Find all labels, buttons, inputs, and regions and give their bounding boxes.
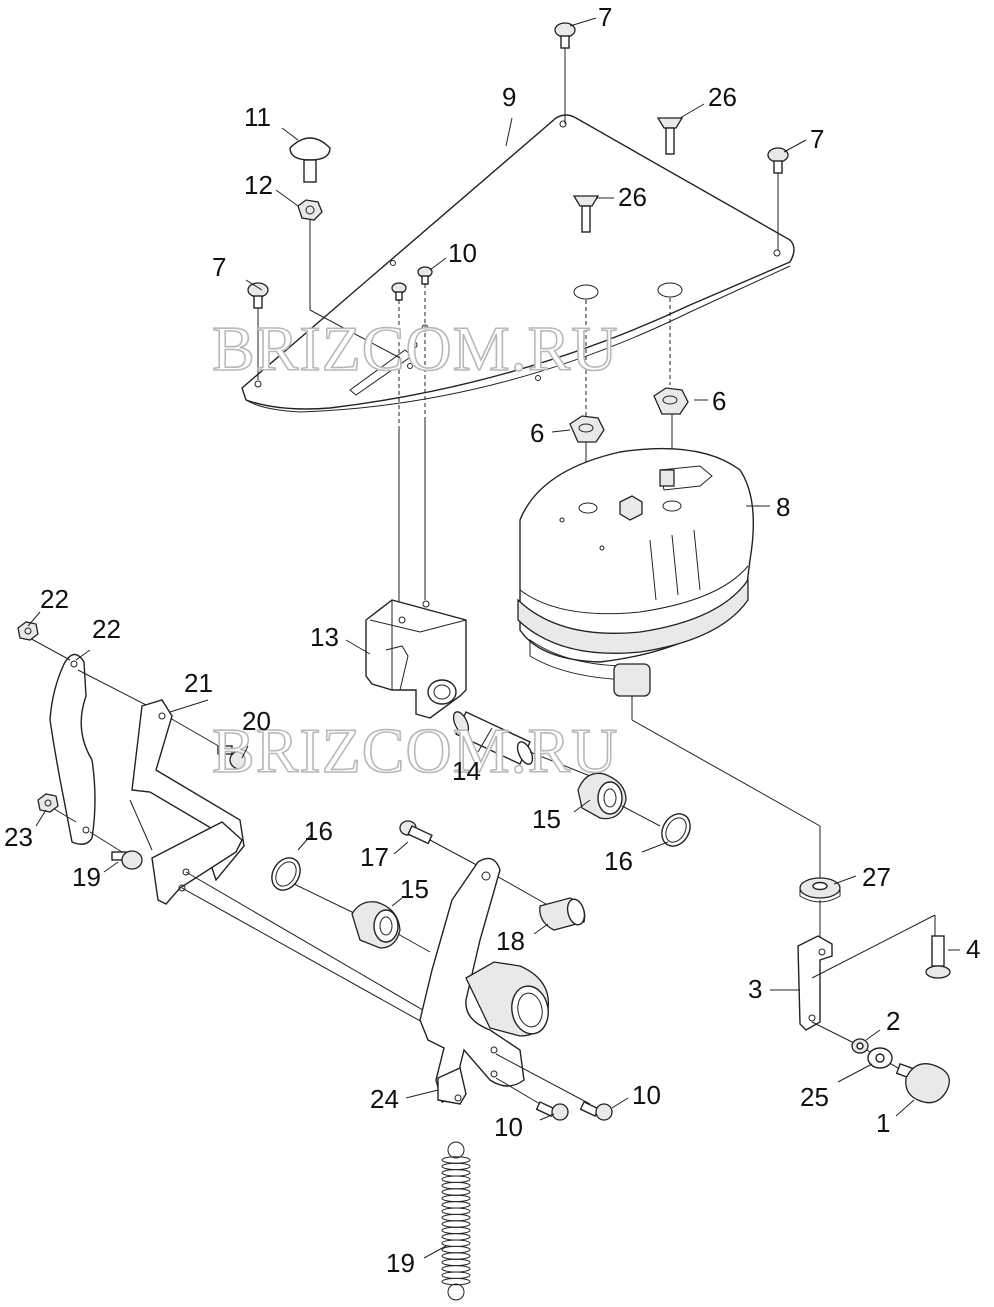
watermark-upper: BRIZCOM.RU [212,313,619,384]
screw-26-left [572,195,600,233]
spring-coil [441,1207,471,1215]
spring-coil [441,1213,471,1222]
callout-13: 13 [310,622,339,652]
spring-coil [441,1258,471,1267]
callout-16-right: 16 [604,846,633,876]
callout-18: 18 [496,926,525,956]
spring-coil [441,1181,471,1190]
watermark-lower: BRIZCOM.RU [212,715,619,786]
callout-21: 22 [92,614,121,644]
nut-22-bottom [37,793,59,813]
washer-25 [867,1047,893,1069]
callout-11: 11 [244,102,271,132]
callout-26-left: 26 [618,182,647,212]
callout-16-left: 16 [304,816,333,846]
mounting-plate [241,114,795,413]
pin-18 [539,897,586,931]
screw-4 [925,935,951,979]
callout-10-lower-right: 10 [632,1080,661,1110]
nut-12 [297,199,323,221]
callout-23: 24 [370,1084,399,1114]
arm-20 [131,699,245,905]
callout-1: 1 [876,1108,890,1138]
screw-19-top [217,745,251,770]
bracket-3 [797,935,833,1031]
callout-12: 12 [244,170,273,200]
callout-7-top: 7 [598,2,612,32]
screw-10-top-a [391,282,407,301]
screw-7-top [554,22,576,49]
callout-19-top: 20 [242,706,271,736]
spring-coil [441,1245,471,1254]
spring-coil [441,1220,471,1228]
spring-coil [441,1162,471,1171]
screw-10-lower-a [535,1101,569,1121]
nut-6-right [653,387,689,415]
callout-6-right: 6 [712,386,726,416]
callout-3: 3 [748,974,762,1004]
screw-19-bottom [111,850,143,870]
spring-coil [441,1226,471,1235]
screw-17 [399,820,433,845]
callout-19-bottom: 19 [72,862,101,892]
callout-22-top: 22 [40,584,69,614]
lever-23 [419,857,550,1105]
callout-25: 25 [800,1082,829,1112]
spring-coil [441,1194,471,1203]
spring-coil [441,1239,471,1247]
spring-coil [441,1175,471,1183]
motor-unit [517,447,754,697]
callout-6-left: 6 [530,418,544,448]
bracket-13 [365,599,467,719]
screw-10-top-b [417,266,433,285]
spring-coil [441,1201,471,1209]
callout-14: 14 [452,756,481,786]
bushing-15-left [351,901,401,949]
knob-1 [895,1063,950,1104]
washer-2 [851,1038,869,1054]
callout-2: 2 [886,1006,900,1036]
callout-15-left: 15 [400,874,429,904]
spring-coil [441,1271,471,1279]
pin-14 [452,711,534,765]
callout-7-left: 7 [212,252,226,282]
callout-24: 19 [386,1248,415,1278]
callout-17: 17 [360,842,389,872]
callout-15-right: 15 [532,804,561,834]
callout-labels: 7 9 11 26 7 12 26 10 7 6 6 8 22 22 13 21… [4,2,980,1278]
callout-leaders [27,17,960,1259]
callout-20: 21 [184,668,213,698]
spring-coil [441,1169,471,1177]
callout-10-lower-left: 10 [494,1112,523,1142]
circlip-16-left [271,857,301,891]
spring-24 [441,1141,471,1301]
circlip-16-right [661,813,691,847]
spring-coil [441,1252,471,1260]
nut-6-left [569,415,605,443]
spring-coil [441,1265,471,1273]
callout-26-right: 26 [708,82,737,112]
callout-22-bottom: 23 [4,822,33,852]
spring-coil [441,1188,471,1196]
bushing-15-right [577,772,627,820]
callout-7-right: 7 [810,124,824,154]
screw-7-right [767,147,789,174]
link-21 [49,653,96,845]
nut-22-top [17,621,39,641]
screw-26-right [656,117,684,155]
spring-coil [441,1277,471,1286]
callout-27: 27 [862,862,891,892]
callout-9: 9 [502,82,516,112]
knob-cap-11 [289,137,331,183]
callout-4: 4 [966,934,980,964]
spring-coil [441,1233,471,1241]
screw-7-left [247,282,269,309]
callout-8: 8 [776,492,790,522]
grommet-27 [799,877,841,903]
callout-10-top: 10 [448,238,477,268]
screw-10-lower-b [579,1101,613,1121]
